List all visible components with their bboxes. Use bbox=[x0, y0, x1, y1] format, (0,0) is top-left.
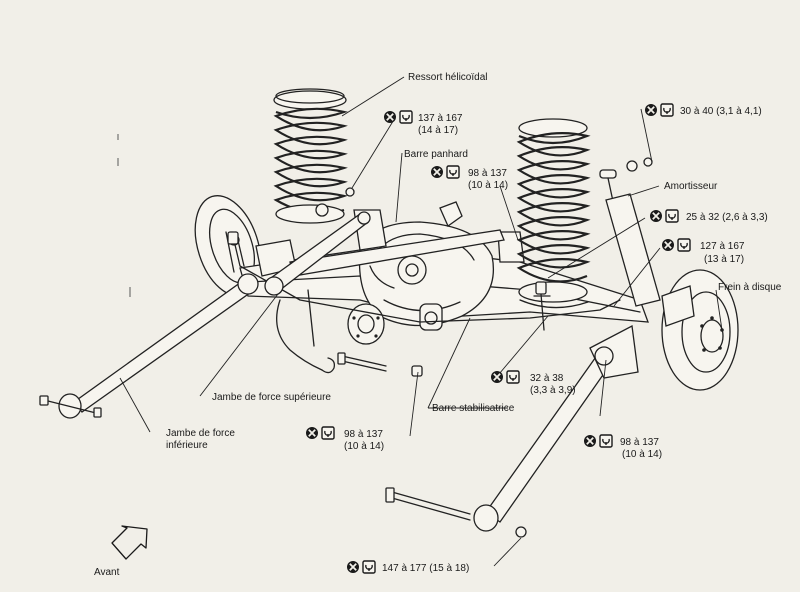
margin-marks bbox=[117, 134, 131, 297]
right-lower-link bbox=[385, 324, 639, 538]
tighten-icon bbox=[305, 426, 319, 440]
torque-value-kgm: (10 à 14) bbox=[468, 180, 508, 191]
torque-callout-2: 98 à 137 (10 à 14) bbox=[430, 165, 508, 191]
torque-callout-8: 98 à 137 (10 à 14) bbox=[583, 434, 662, 460]
wrench-icon bbox=[599, 434, 613, 448]
shock-absorber bbox=[599, 157, 661, 307]
torque-callout-7: 98 à 137 (10 à 14) bbox=[305, 426, 384, 452]
wrench-icon bbox=[362, 560, 376, 574]
wrench-icon bbox=[399, 110, 413, 124]
torque-value: 137 à 167 bbox=[418, 113, 463, 124]
torque-value: 147 à 177 (15 à 18) bbox=[382, 563, 469, 574]
torque-value: 98 à 137 bbox=[344, 429, 383, 440]
torque-callout-5: 127 à 167 (13 à 17) bbox=[661, 238, 745, 265]
label-jambe-superieure: Jambe de force supérieure bbox=[212, 392, 331, 403]
wrench-icon bbox=[665, 209, 679, 223]
torque-value: 32 à 38 bbox=[530, 373, 564, 384]
torque-value-kgm: (14 à 17) bbox=[418, 125, 458, 136]
torque-callout-1: 137 à 167 (14 à 17) bbox=[383, 110, 463, 136]
label-barre-panhard: Barre panhard bbox=[404, 149, 468, 160]
tighten-icon bbox=[490, 370, 504, 384]
label-frein-a-disque: Frein à disque bbox=[718, 282, 782, 293]
upper-link bbox=[264, 211, 371, 296]
wrench-icon bbox=[321, 426, 335, 440]
left-coil-spring bbox=[273, 88, 348, 224]
leader-lines bbox=[119, 76, 723, 567]
tighten-icon bbox=[644, 103, 658, 117]
torque-value: 98 à 137 bbox=[468, 168, 507, 179]
torque-value: 127 à 167 bbox=[700, 241, 745, 252]
left-lower-link bbox=[39, 273, 259, 419]
wrench-icon bbox=[660, 103, 674, 117]
label-avant: Avant bbox=[94, 567, 120, 578]
torque-value-kgm: (10 à 14) bbox=[344, 441, 384, 452]
torque-callout-3: 30 à 40 (3,1 à 4,1) bbox=[644, 103, 762, 117]
stabilizer-bar bbox=[227, 231, 621, 331]
torque-callout-4: 25 à 32 (2,6 à 3,3) bbox=[649, 209, 768, 223]
torque-value-kgm: (3,3 à 3,9) bbox=[530, 385, 576, 396]
label-jambe-inferieure-line1: Jambe de force bbox=[166, 428, 235, 439]
wrench-icon bbox=[446, 165, 460, 179]
torque-value: 30 à 40 (3,1 à 4,1) bbox=[680, 106, 762, 117]
right-disc-brake bbox=[661, 269, 739, 391]
label-amortisseur: Amortisseur bbox=[664, 181, 718, 192]
loose-bolts bbox=[315, 187, 423, 377]
tighten-icon bbox=[430, 165, 444, 179]
tighten-icon bbox=[661, 238, 675, 252]
torque-value-kgm: (13 à 17) bbox=[704, 254, 744, 265]
torque-callout-6: 32 à 38 (3,3 à 3,9) bbox=[490, 370, 576, 396]
torque-value: 25 à 32 (2,6 à 3,3) bbox=[686, 212, 768, 223]
tighten-icon bbox=[649, 209, 663, 223]
torque-callout-9: 147 à 177 (15 à 18) bbox=[346, 560, 469, 574]
label-barre-stabilisatrice: Barre stabilisatrice bbox=[432, 403, 515, 414]
front-arrow-icon bbox=[111, 525, 148, 560]
tighten-icon bbox=[383, 110, 397, 124]
label-ressort-helicoidal: Ressort hélicoïdal bbox=[408, 72, 487, 83]
tighten-icon bbox=[583, 434, 597, 448]
torque-value: 98 à 137 bbox=[620, 437, 659, 448]
brake-hose bbox=[276, 289, 336, 374]
torque-value-kgm: (10 à 14) bbox=[622, 449, 662, 460]
label-jambe-inferieure-line2: inférieure bbox=[166, 440, 208, 451]
wrench-icon bbox=[506, 370, 520, 384]
tighten-icon bbox=[346, 560, 360, 574]
wrench-icon bbox=[677, 238, 691, 252]
